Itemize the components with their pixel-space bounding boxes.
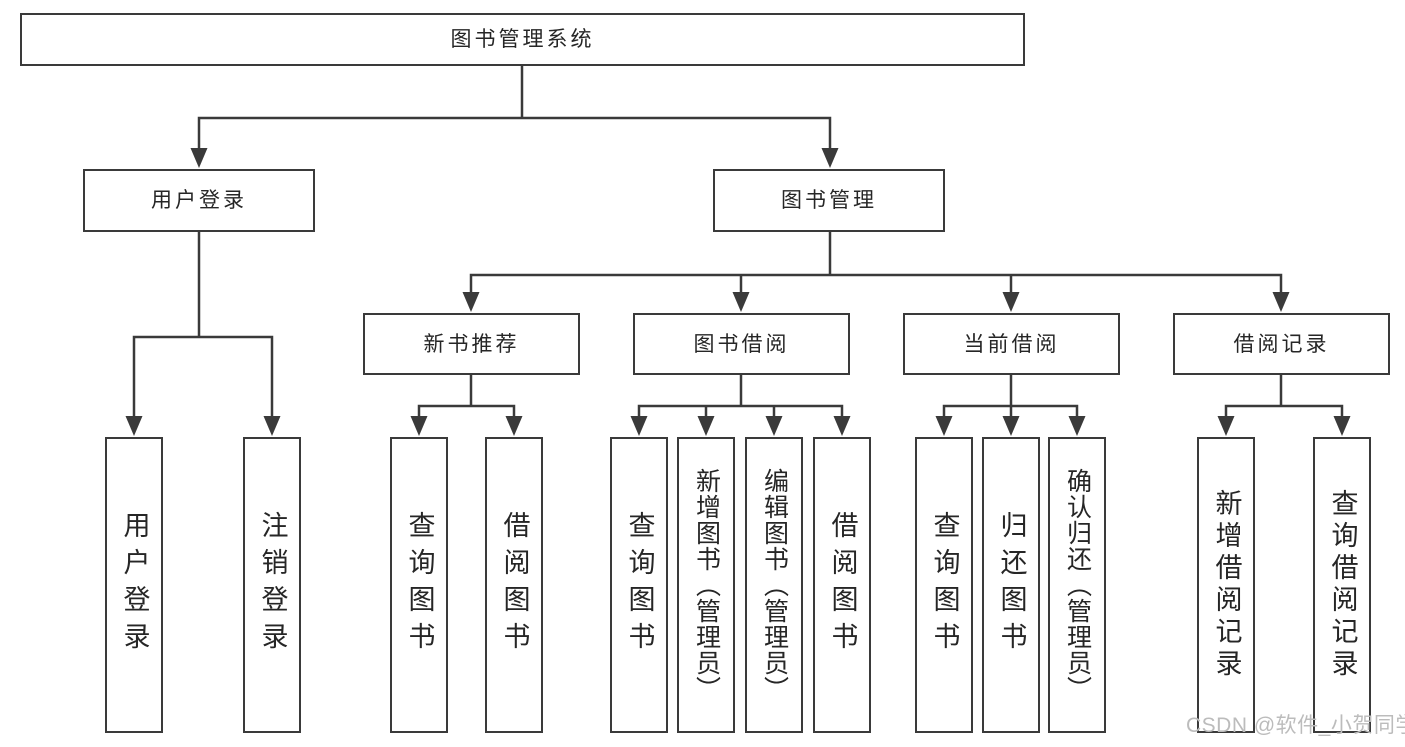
node-new-book-recommend: 新书推荐 (363, 313, 580, 375)
node-label: 新增借阅记录 (1211, 489, 1242, 681)
node-label: 图书管理 (781, 189, 877, 212)
node-borrowing-records: 借阅记录 (1173, 313, 1390, 375)
node-label: 借阅图书 (499, 511, 530, 659)
node-leaf-confirm-return-admin: 确认归还（管理员） (1048, 437, 1106, 733)
node-label: 编辑图书（管理员） (760, 468, 789, 702)
node-label: 图书管理系统 (450, 28, 595, 51)
node-label: 注销登录 (257, 511, 288, 659)
node-label: 用户登录 (119, 511, 150, 659)
node-label: 查询图书 (404, 511, 435, 659)
node-book-management: 图书管理 (713, 169, 945, 232)
node-label: 查询图书 (929, 511, 960, 659)
node-label: 查询借阅记录 (1327, 489, 1358, 681)
node-label: 查询图书 (624, 511, 655, 659)
node-book-borrowing: 图书借阅 (633, 313, 850, 375)
node-label: 用户登录 (151, 189, 247, 212)
csdn-watermark: CSDN @软件_小贺同学 (1186, 714, 1405, 737)
node-label: 归还图书 (996, 511, 1027, 659)
node-label: 借阅记录 (1233, 332, 1330, 356)
node-leaf-logout: 注销登录 (243, 437, 301, 733)
node-leaf-user-login: 用户登录 (105, 437, 163, 733)
node-label: 图书借阅 (693, 332, 790, 356)
node-leaf-edit-books-admin: 编辑图书（管理员） (745, 437, 803, 733)
node-leaf-borrow-books-recommend: 借阅图书 (485, 437, 543, 733)
node-leaf-query-books-recommend: 查询图书 (390, 437, 448, 733)
node-label: 新书推荐 (423, 332, 520, 356)
node-leaf-return-books: 归还图书 (982, 437, 1040, 733)
node-leaf-add-borrow-record: 新增借阅记录 (1197, 437, 1255, 733)
node-user-login-branch: 用户登录 (83, 169, 315, 232)
node-label: 当前借阅 (963, 332, 1060, 356)
node-root-library-system: 图书管理系统 (20, 13, 1025, 66)
node-label: 确认归还（管理员） (1063, 468, 1092, 702)
node-leaf-borrow-books-borrowing: 借阅图书 (813, 437, 871, 733)
node-leaf-query-books-borrowing: 查询图书 (610, 437, 668, 733)
node-leaf-query-borrow-record: 查询借阅记录 (1313, 437, 1371, 733)
node-leaf-query-books-current: 查询图书 (915, 437, 973, 733)
node-current-borrowing: 当前借阅 (903, 313, 1120, 375)
node-label: 借阅图书 (827, 511, 858, 659)
node-leaf-add-books-admin: 新增图书（管理员） (677, 437, 735, 733)
node-label: 新增图书（管理员） (692, 468, 721, 702)
